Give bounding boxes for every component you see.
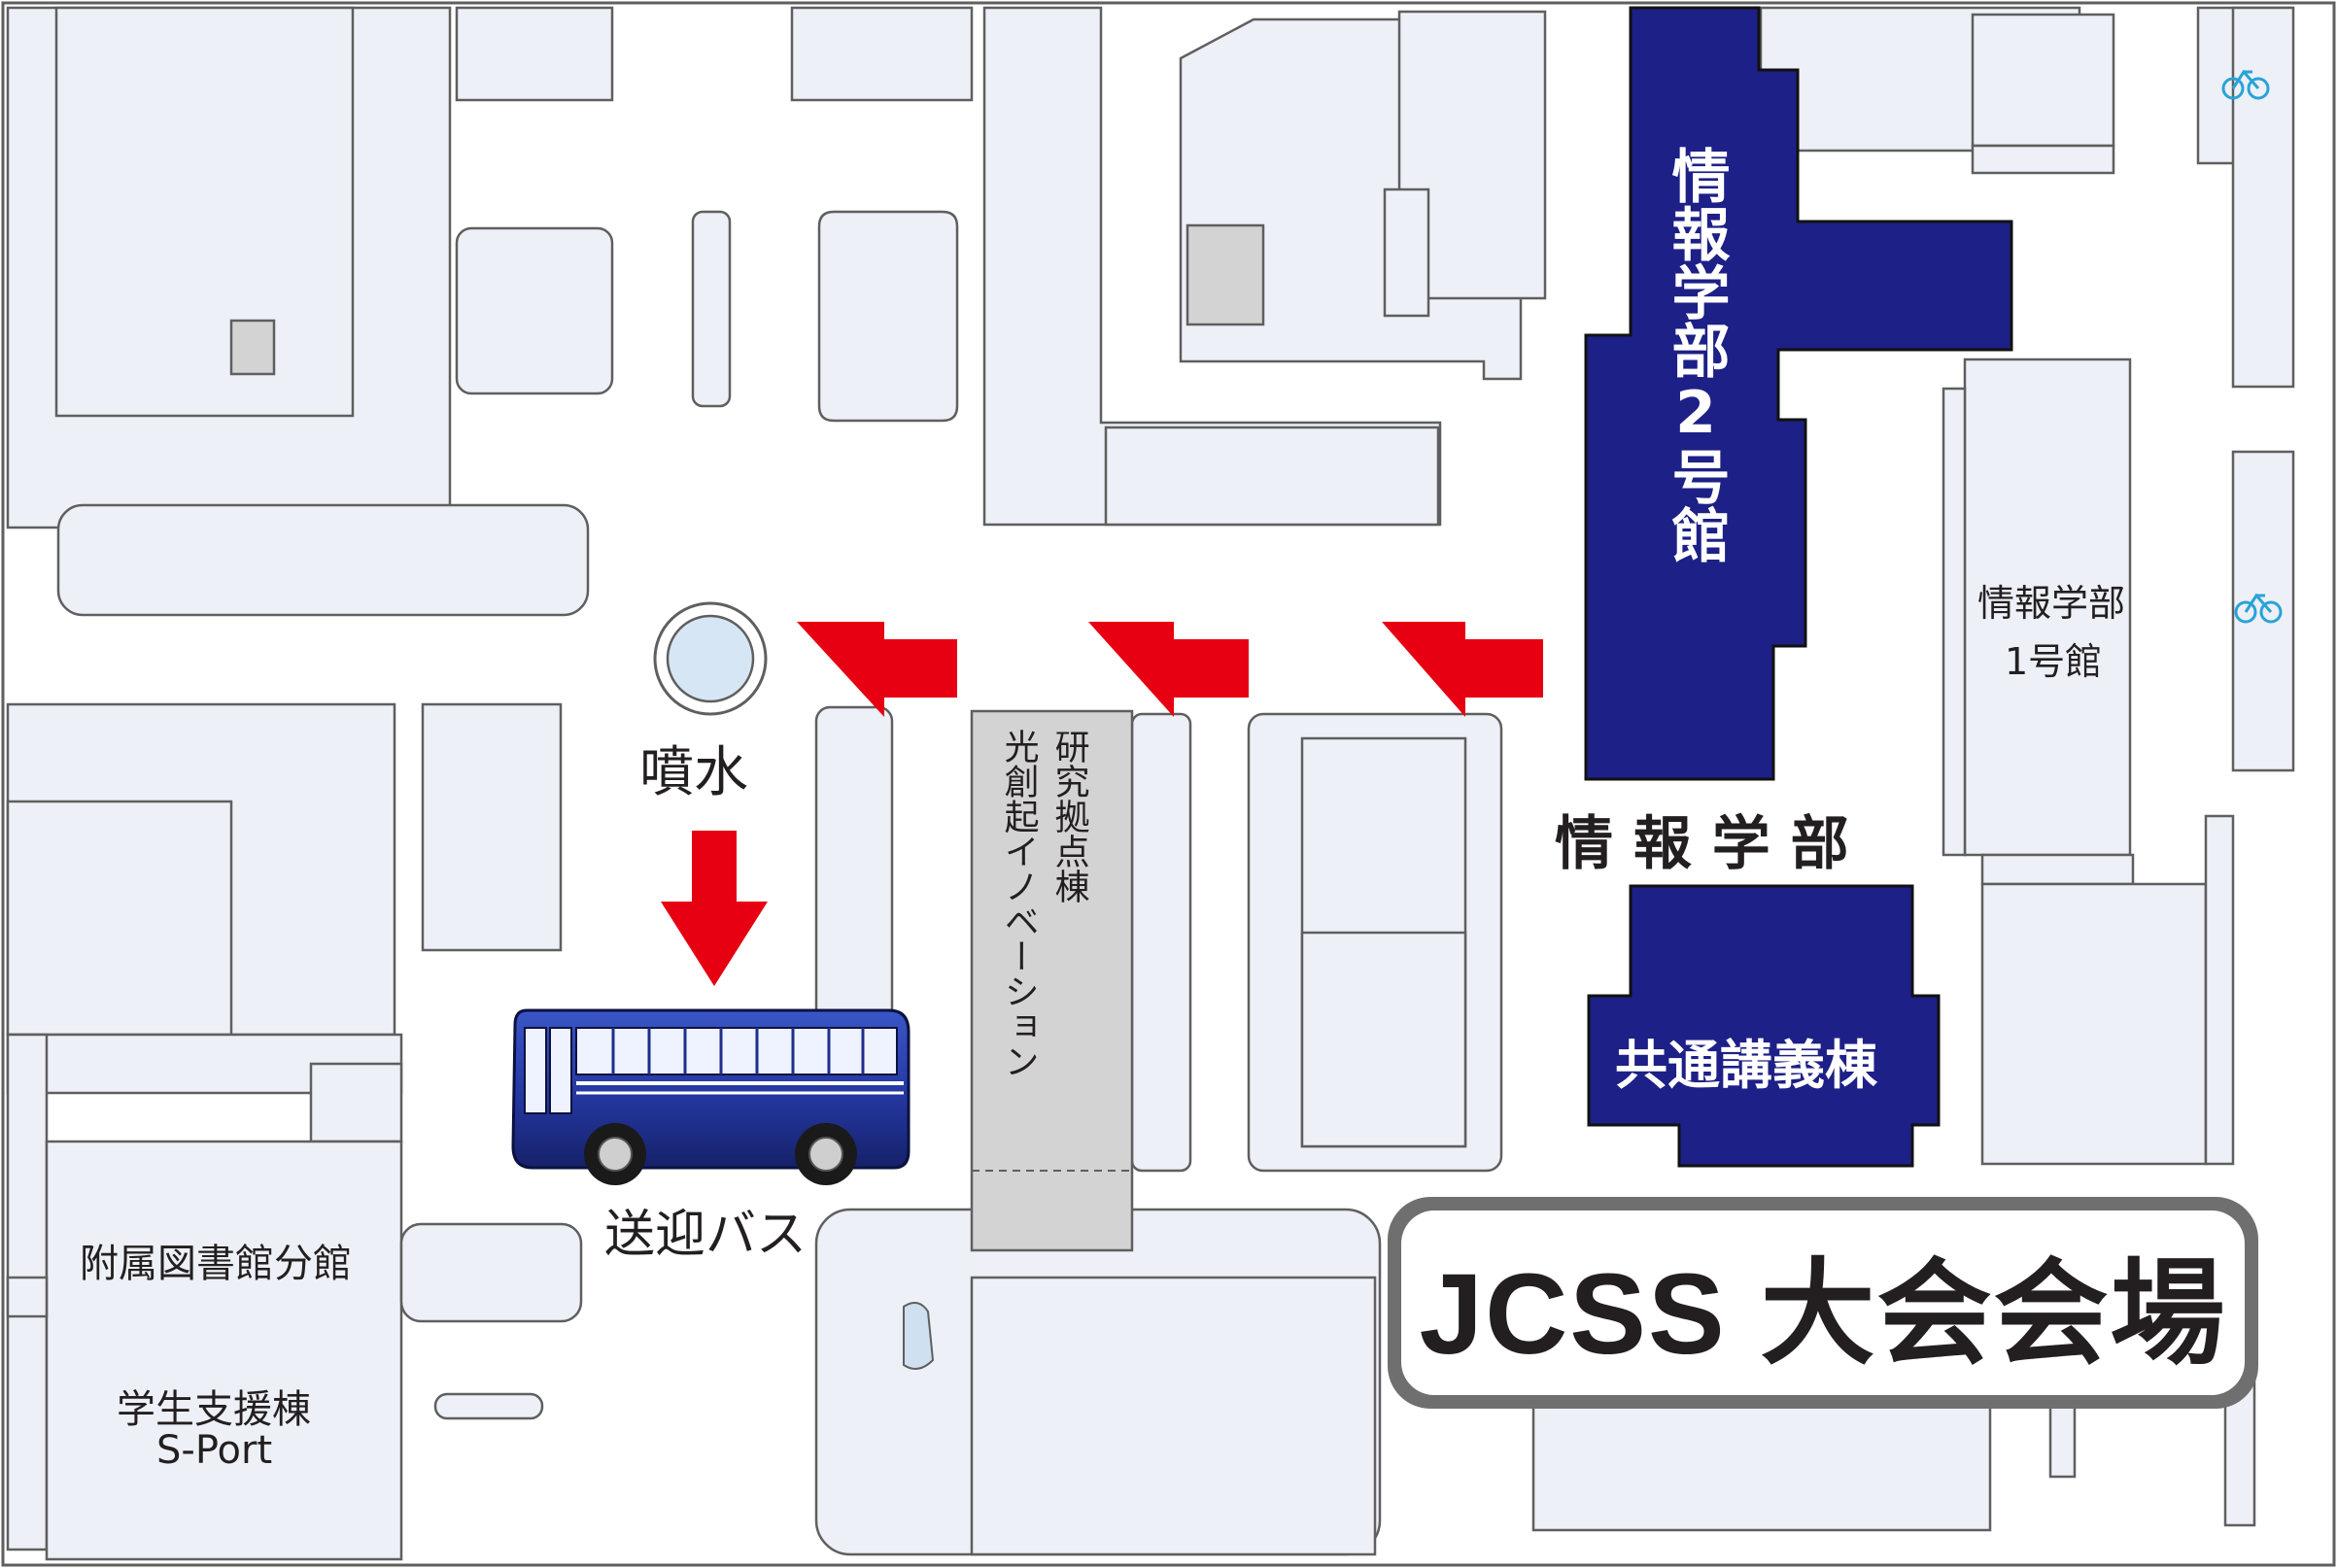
venue-banner: JCSS 大会会場 (1388, 1197, 2258, 1409)
bus-icon (511, 1008, 911, 1185)
informatics-1-label-line2: 1号館 (2005, 640, 2103, 683)
informatics-faculty-label: 情 報 学 部 (1555, 810, 1849, 878)
common-lecture-building (1587, 884, 1941, 1168)
common-lecture-label: 共通講義棟 (1615, 1035, 1877, 1096)
bus-label: 送迎バス (604, 1206, 808, 1264)
arrows (661, 622, 1543, 986)
fountain-icon (653, 601, 768, 716)
pond (903, 1302, 935, 1370)
library-branch-label: 附属図書館分館 (80, 1242, 352, 1286)
arrow-down-icon (661, 831, 768, 986)
bicycle-icon (2234, 593, 2283, 624)
informatics-1-label-line1: 情報学部 (1977, 582, 2126, 625)
arrow-left-icon (797, 622, 957, 717)
s-port-label: S-Port (156, 1428, 273, 1473)
building-outlines (6, 6, 2295, 1561)
venue-banner-inner: JCSS 大会会場 (1401, 1210, 2245, 1395)
fountain-label: 噴水 (639, 741, 748, 804)
informatics-building-2 (1584, 6, 2013, 781)
informatics-2-label: 情報学部2号館 (1662, 146, 1730, 563)
innovation-building (970, 709, 1134, 1252)
innovation-label-col1: 研究拠点棟 (1048, 729, 1089, 903)
arrow-left-icon (1088, 622, 1249, 717)
student-support-label: 学生支援棟 (117, 1387, 311, 1432)
arrow-left-icon (1382, 622, 1543, 717)
innovation-label-col2: 光創起イノベーション (998, 729, 1039, 1078)
bicycle-icon (2221, 69, 2270, 100)
venue-title: JCSS 大会会場 (1419, 1249, 2227, 1379)
